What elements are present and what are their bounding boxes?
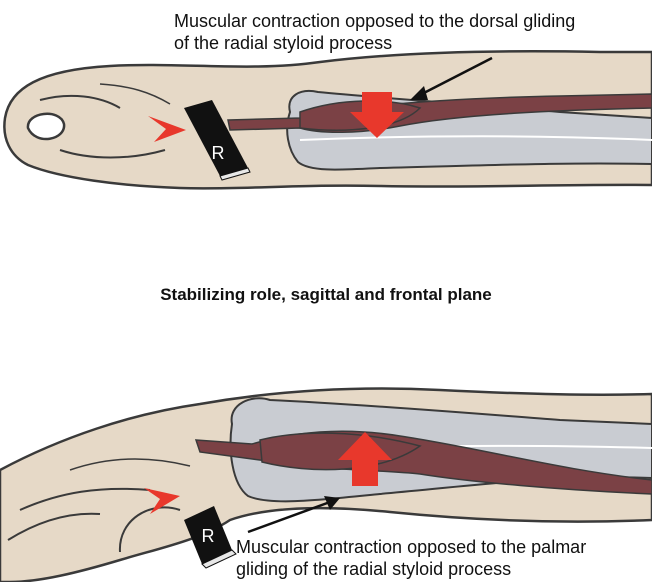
bottom-caption: Muscular contraction opposed to the palm…	[236, 536, 586, 580]
top-block-label: R	[212, 143, 225, 163]
bottom-caption-line-1: Muscular contraction opposed to the palm…	[236, 536, 586, 558]
bottom-block-label: R	[202, 526, 215, 546]
top-thumb-detail	[28, 114, 64, 139]
top-caption: Muscular contraction opposed to the dors…	[174, 10, 575, 54]
bottom-caption-line-2: gliding of the radial styloid process	[236, 558, 586, 580]
top-forearm: R	[4, 51, 652, 188]
top-caption-line-1: Muscular contraction opposed to the dors…	[174, 10, 575, 32]
middle-label: Stabilizing role, sagittal and frontal p…	[0, 285, 652, 305]
top-caption-line-2: of the radial styloid process	[174, 32, 575, 54]
